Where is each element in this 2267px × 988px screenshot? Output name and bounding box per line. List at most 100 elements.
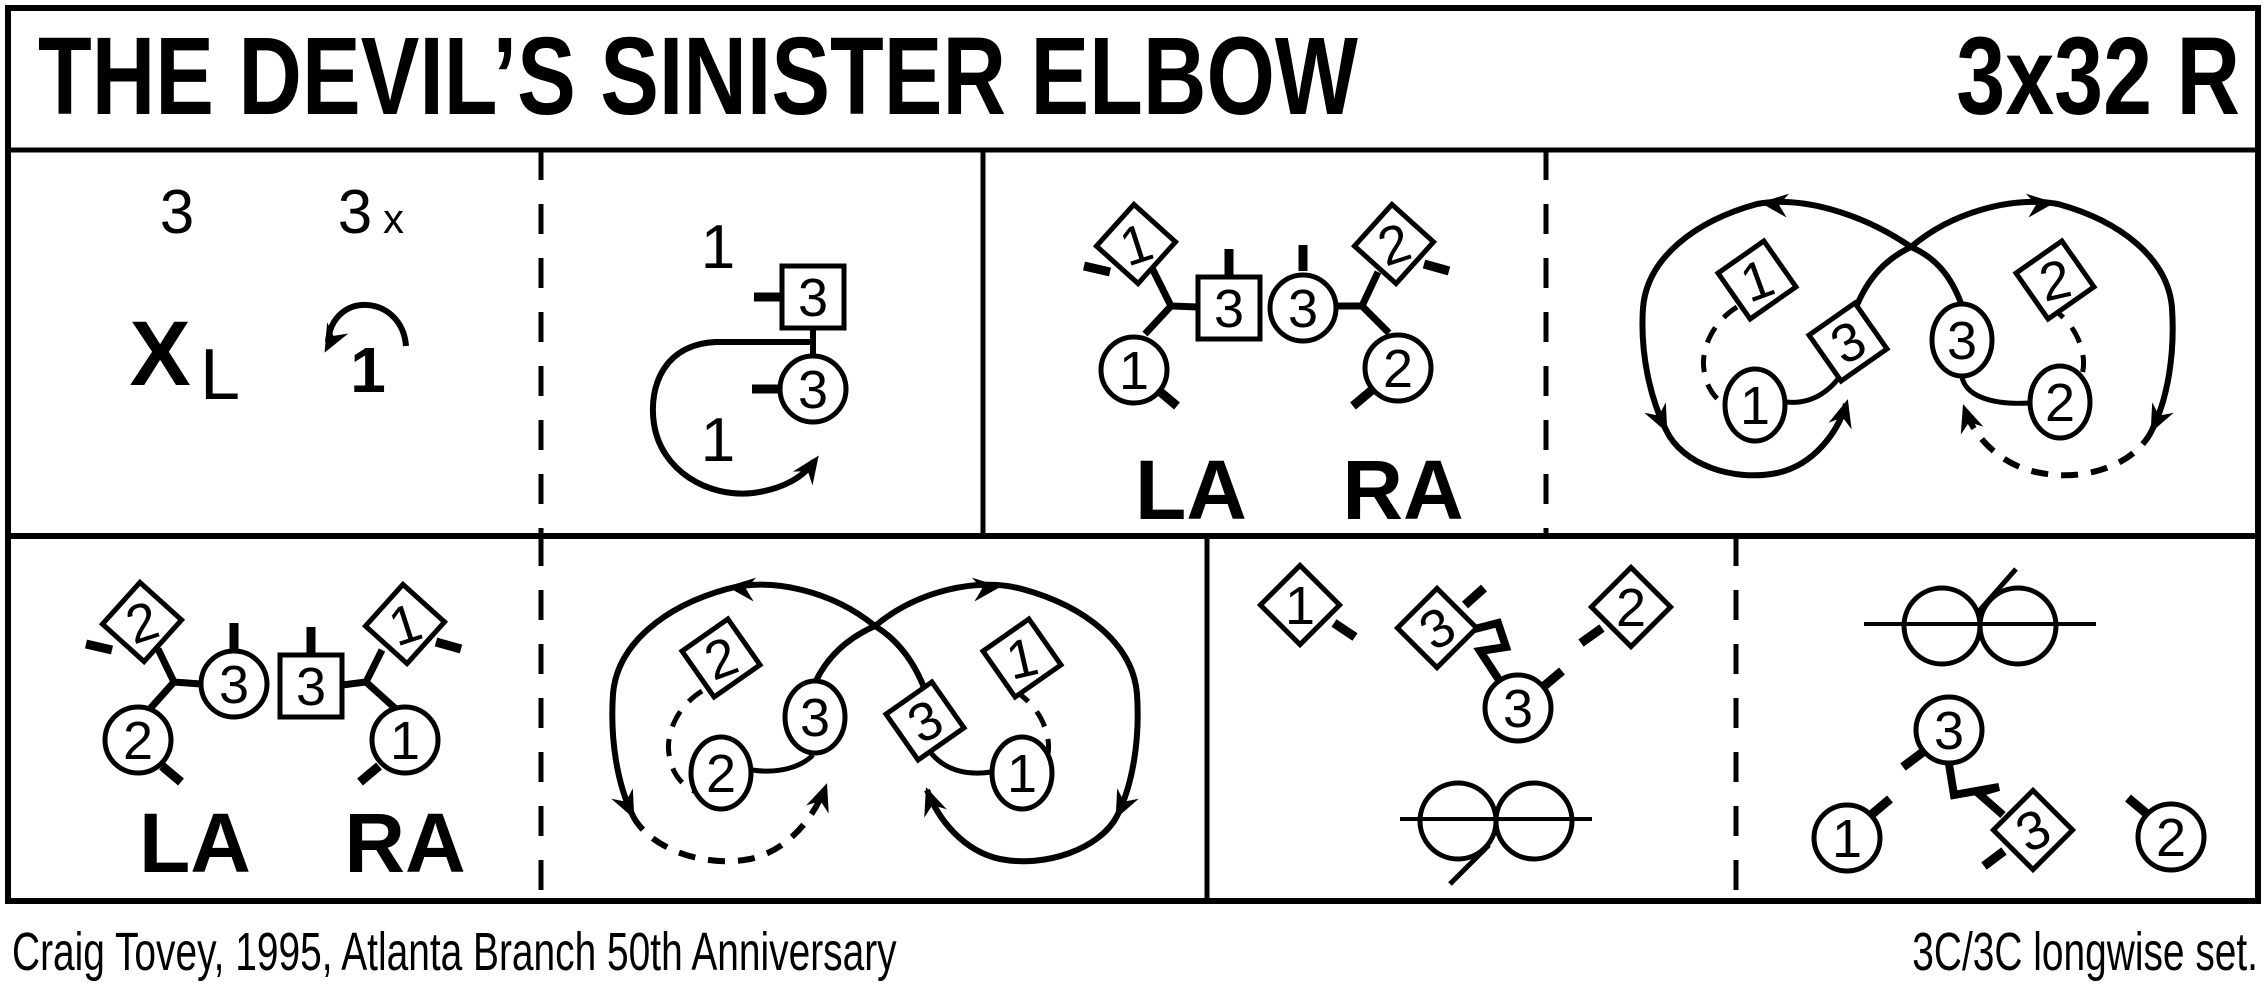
woman-circle	[688, 734, 754, 812]
woman-circle	[102, 704, 174, 776]
dancer-man3: 3	[1805, 299, 1891, 385]
dancer-number: 3	[798, 360, 828, 420]
dancer-man2: 2	[98, 578, 186, 666]
count-right: 3	[338, 178, 372, 247]
turn-couple-number: 1	[350, 334, 386, 406]
dancer-woman1: 1	[369, 704, 441, 776]
facing-tick	[1900, 748, 1926, 771]
turn-arc	[325, 302, 409, 347]
arm-link	[1336, 270, 1382, 310]
cast-inner-number: 1	[701, 406, 735, 475]
dancer-woman2: 2	[2027, 363, 2093, 441]
reel-arrowhead-icon	[725, 574, 757, 602]
reel-inner-dashed-left	[665, 688, 704, 796]
reel-arrowhead-icon	[914, 783, 947, 818]
count-right-sub: x	[383, 195, 404, 242]
facing-tick	[1868, 795, 1893, 819]
dancer-man2: 2	[2012, 237, 2098, 323]
arm-link	[363, 679, 400, 713]
man-square	[1195, 274, 1263, 342]
man-diamond	[361, 580, 449, 668]
both-hands-turn-symbol	[1864, 567, 2096, 667]
woman-circle	[2027, 363, 2093, 441]
facing-tick	[1461, 584, 1488, 609]
elbow-link	[1462, 618, 1512, 689]
dancer-number: 1	[1832, 809, 1862, 869]
facing-tick	[1578, 624, 1605, 647]
facing-tick	[434, 637, 463, 654]
dancer-man1: 1	[979, 615, 1065, 701]
reel-arrowhead-icon	[1828, 395, 1860, 430]
reel-path-left-dashed	[630, 786, 828, 865]
woman-circle	[777, 353, 849, 425]
dancer-woman3: 3	[1482, 672, 1554, 744]
cast-loop-path	[650, 339, 817, 497]
dancer-number: 3	[1947, 311, 1977, 371]
dance-meter: 3x32 R	[1956, 16, 2240, 139]
dancer-man2: 2	[1350, 200, 1438, 288]
reel-connector-left	[751, 753, 815, 774]
left-arm-label: LA	[1135, 443, 1247, 537]
dancer-woman1: 1	[1098, 334, 1170, 406]
dancer-man3: 3	[779, 263, 847, 331]
both-hands-turn-symbol	[1400, 780, 1592, 886]
man-diamond	[98, 578, 186, 666]
reel-path-right	[1852, 198, 2176, 432]
arm-link	[1142, 303, 1174, 337]
facing-tick	[1540, 667, 1565, 691]
dancer-woman3: 3	[1913, 694, 1985, 766]
man-diamond	[1587, 563, 1675, 651]
dancer-woman1: 1	[989, 734, 1055, 812]
dancer-number: 3	[800, 688, 830, 748]
man-square	[277, 652, 345, 720]
reel-arrowhead-icon	[806, 779, 839, 814]
cell-reels-top: 1 3 1 3 2 2	[1639, 190, 2176, 479]
dancer-woman2: 2	[688, 734, 754, 812]
woman-circle	[1929, 301, 1995, 379]
facing-tick	[357, 762, 382, 786]
reel-path-left	[1639, 198, 1965, 479]
dancer-number: 3	[219, 655, 249, 715]
title-bar: THE DEVIL’S SINISTER ELBOW 3x32 R	[38, 16, 2240, 139]
cell-reels-bottom: 2 3 2 3 1 1	[609, 574, 1141, 865]
facing-tick	[2125, 794, 2150, 818]
dancer-woman3: 3	[1929, 301, 1995, 379]
woman-circle	[1913, 694, 1985, 766]
arm-link	[1359, 303, 1392, 336]
woman-circle	[782, 678, 848, 756]
dancer-woman3: 3	[777, 353, 849, 425]
reel-arrowhead-icon	[1104, 788, 1139, 824]
woman-circle	[1482, 672, 1554, 744]
woman-circle	[1362, 332, 1434, 404]
man-diamond	[1989, 786, 2077, 874]
dancer-man3: 3	[882, 678, 968, 764]
dancer-woman2: 2	[1362, 332, 1434, 404]
dancer-number: 2	[706, 744, 736, 804]
dancer-woman2: 2	[102, 704, 174, 776]
arm-link	[341, 648, 386, 689]
facing-tick	[159, 762, 184, 786]
dancer-number: 1	[390, 711, 420, 771]
reel-inner-dashed-left	[1700, 304, 1739, 412]
cell-promenade-bottom: 3 3 1 2	[1811, 567, 2207, 874]
right-arm-label: RA	[344, 796, 465, 890]
dancer-man1: 1	[361, 580, 449, 668]
woman-circle	[1722, 366, 1788, 444]
dancer-number: 3	[1288, 279, 1318, 339]
man-diamond	[678, 615, 764, 701]
turn-slash	[1977, 567, 2018, 613]
facing-tick	[1082, 261, 1112, 277]
woman-circle	[1267, 272, 1339, 344]
credit-text: Craig Tovey, 1995, Atlanta Branch 50th A…	[12, 921, 897, 982]
reel-arrowhead-icon	[971, 574, 1003, 602]
dancer-man3: 3	[1393, 584, 1481, 672]
man-diamond	[1256, 561, 1344, 649]
woman-circle	[198, 648, 270, 720]
dancer-number: 1	[1007, 744, 1037, 804]
man-diamond	[1350, 200, 1438, 288]
reel-arrowhead-icon	[1951, 400, 1984, 435]
dancer-woman1: 1	[1722, 366, 1788, 444]
cell-cast: 1 3 3 1	[650, 213, 849, 497]
dancer-man1: 1	[1714, 237, 1800, 323]
